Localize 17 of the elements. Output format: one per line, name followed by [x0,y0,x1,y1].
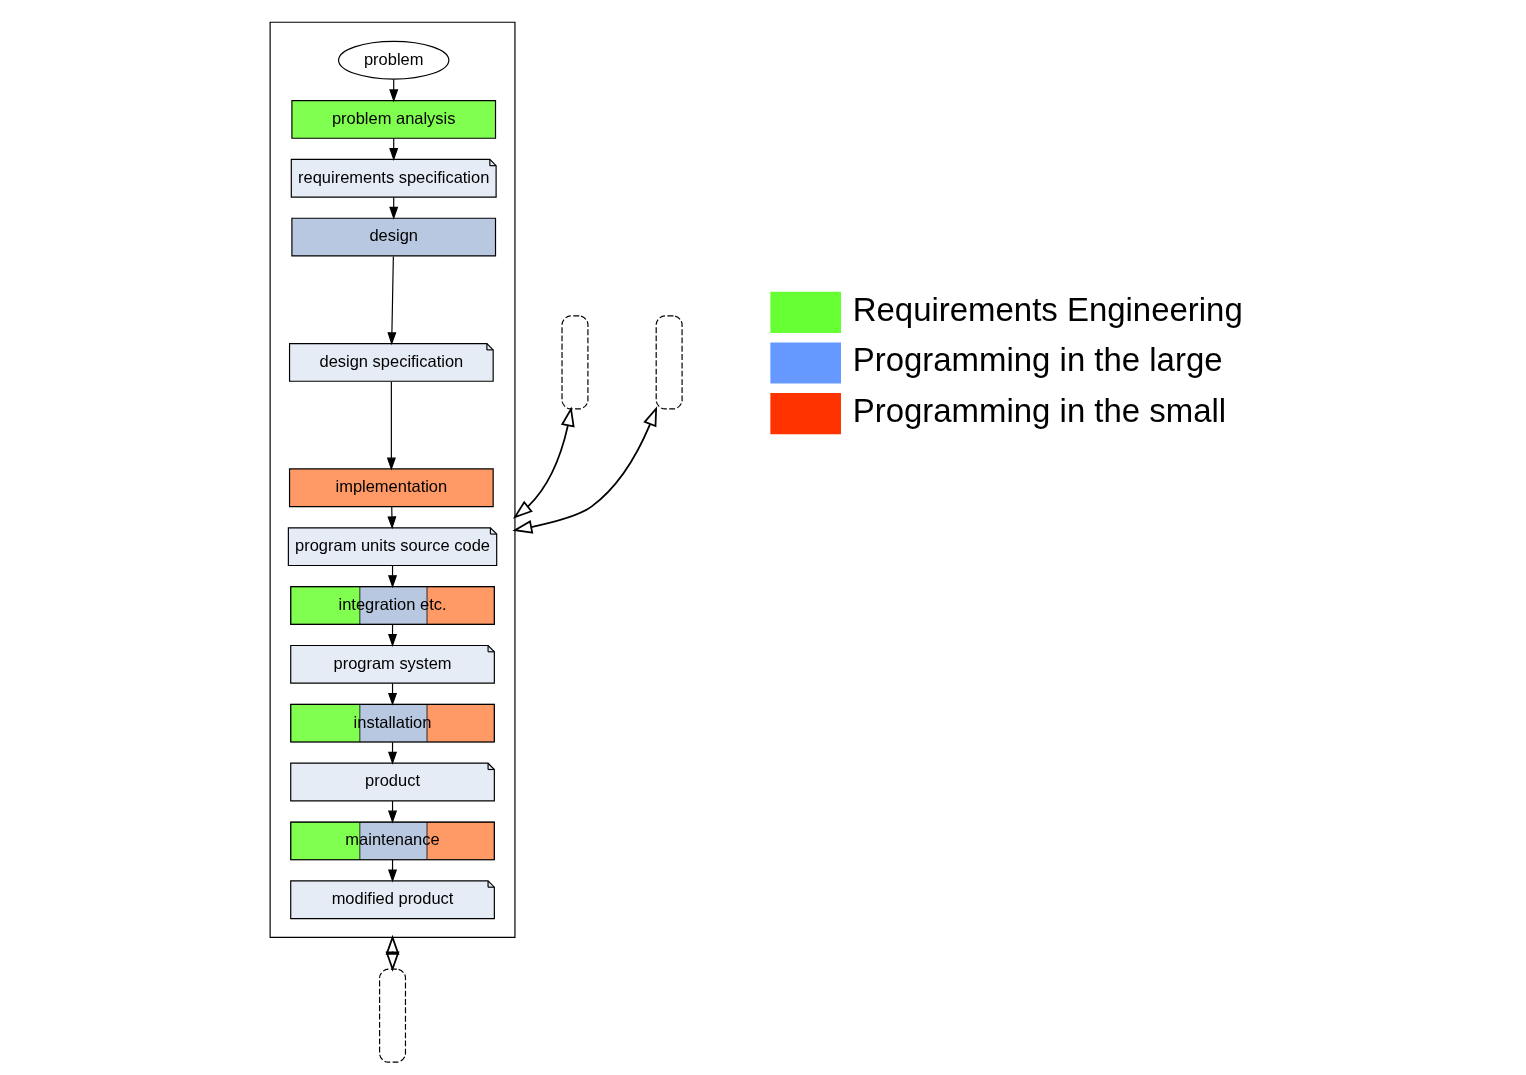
legend-label: Programming in the large [852,341,1223,379]
node-box: design [291,217,497,257]
arrow [512,406,575,519]
node-box: problem analysis [291,99,497,139]
node-ellipse: problem [338,40,450,80]
arrow [512,406,658,534]
arrow [387,506,397,530]
arrow [385,934,400,972]
arrow [386,381,396,471]
node-box: implementation [288,468,494,508]
legend-label: Programming in the small [852,391,1227,429]
cluster [269,21,516,938]
node-wave [379,968,407,1063]
arrow [387,255,397,346]
node-wave [655,315,683,410]
node-wave [561,315,589,410]
legend-label: Requirements Engineering [852,290,1243,328]
